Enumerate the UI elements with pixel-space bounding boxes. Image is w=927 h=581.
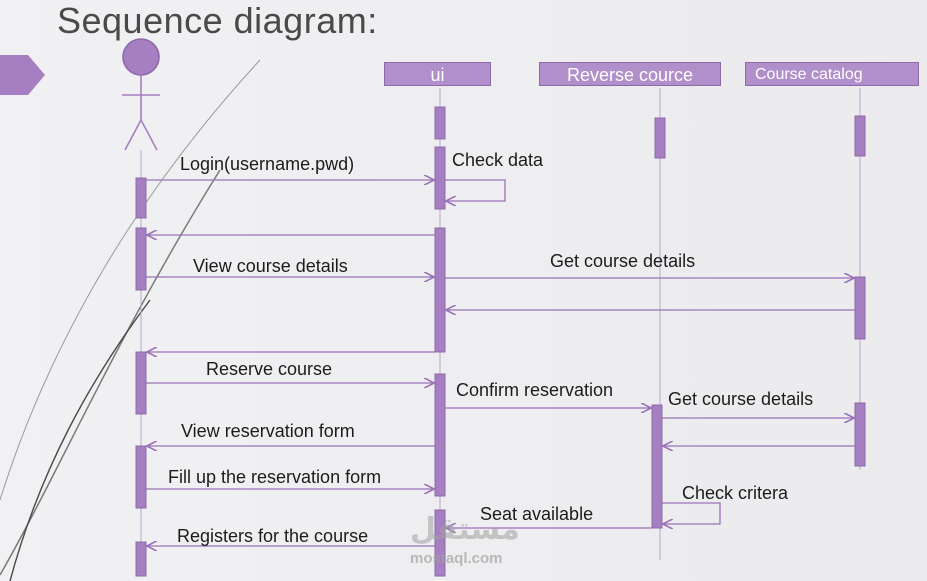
lifeline-header-catalog: Course catalog xyxy=(745,62,919,86)
message-seat-available: Seat available xyxy=(480,504,594,524)
message-reserve-course: Reserve course xyxy=(206,359,333,379)
decorative-curve xyxy=(9,299,151,581)
message-get-course-details-2: Get course details xyxy=(668,389,814,409)
actor-figure xyxy=(122,38,160,151)
decorative-curve xyxy=(0,59,261,501)
message-check-data: Check data xyxy=(452,150,544,170)
page-title: Sequence diagram: xyxy=(57,0,378,41)
message-view-course-details: View course details xyxy=(193,256,348,276)
message-registers: Registers for the course xyxy=(177,526,369,546)
arrow-check-critera-self xyxy=(662,502,721,524)
lifeline-header-reverse: Reverse cource xyxy=(539,62,721,86)
message-view-reservation-form: View reservation form xyxy=(181,421,355,441)
message-fill-up-form: Fill up the reservation form xyxy=(168,467,382,487)
lifeline-header-ui: ui xyxy=(384,62,491,86)
message-confirm-reservation: Confirm reservation xyxy=(456,380,614,400)
slide-marker xyxy=(0,55,45,95)
message-arrows xyxy=(146,180,855,546)
watermark-logo: مستقل xyxy=(410,513,520,546)
message-check-critera: Check critera xyxy=(682,483,789,503)
activation-bars xyxy=(135,106,866,577)
arrow-check-data-self xyxy=(445,179,506,201)
message-login: Login(username.pwd) xyxy=(180,154,355,174)
message-get-course-details-1: Get course details xyxy=(550,251,696,271)
decorative-curve xyxy=(0,169,221,576)
watermark-url: mostaql.com xyxy=(410,550,503,567)
